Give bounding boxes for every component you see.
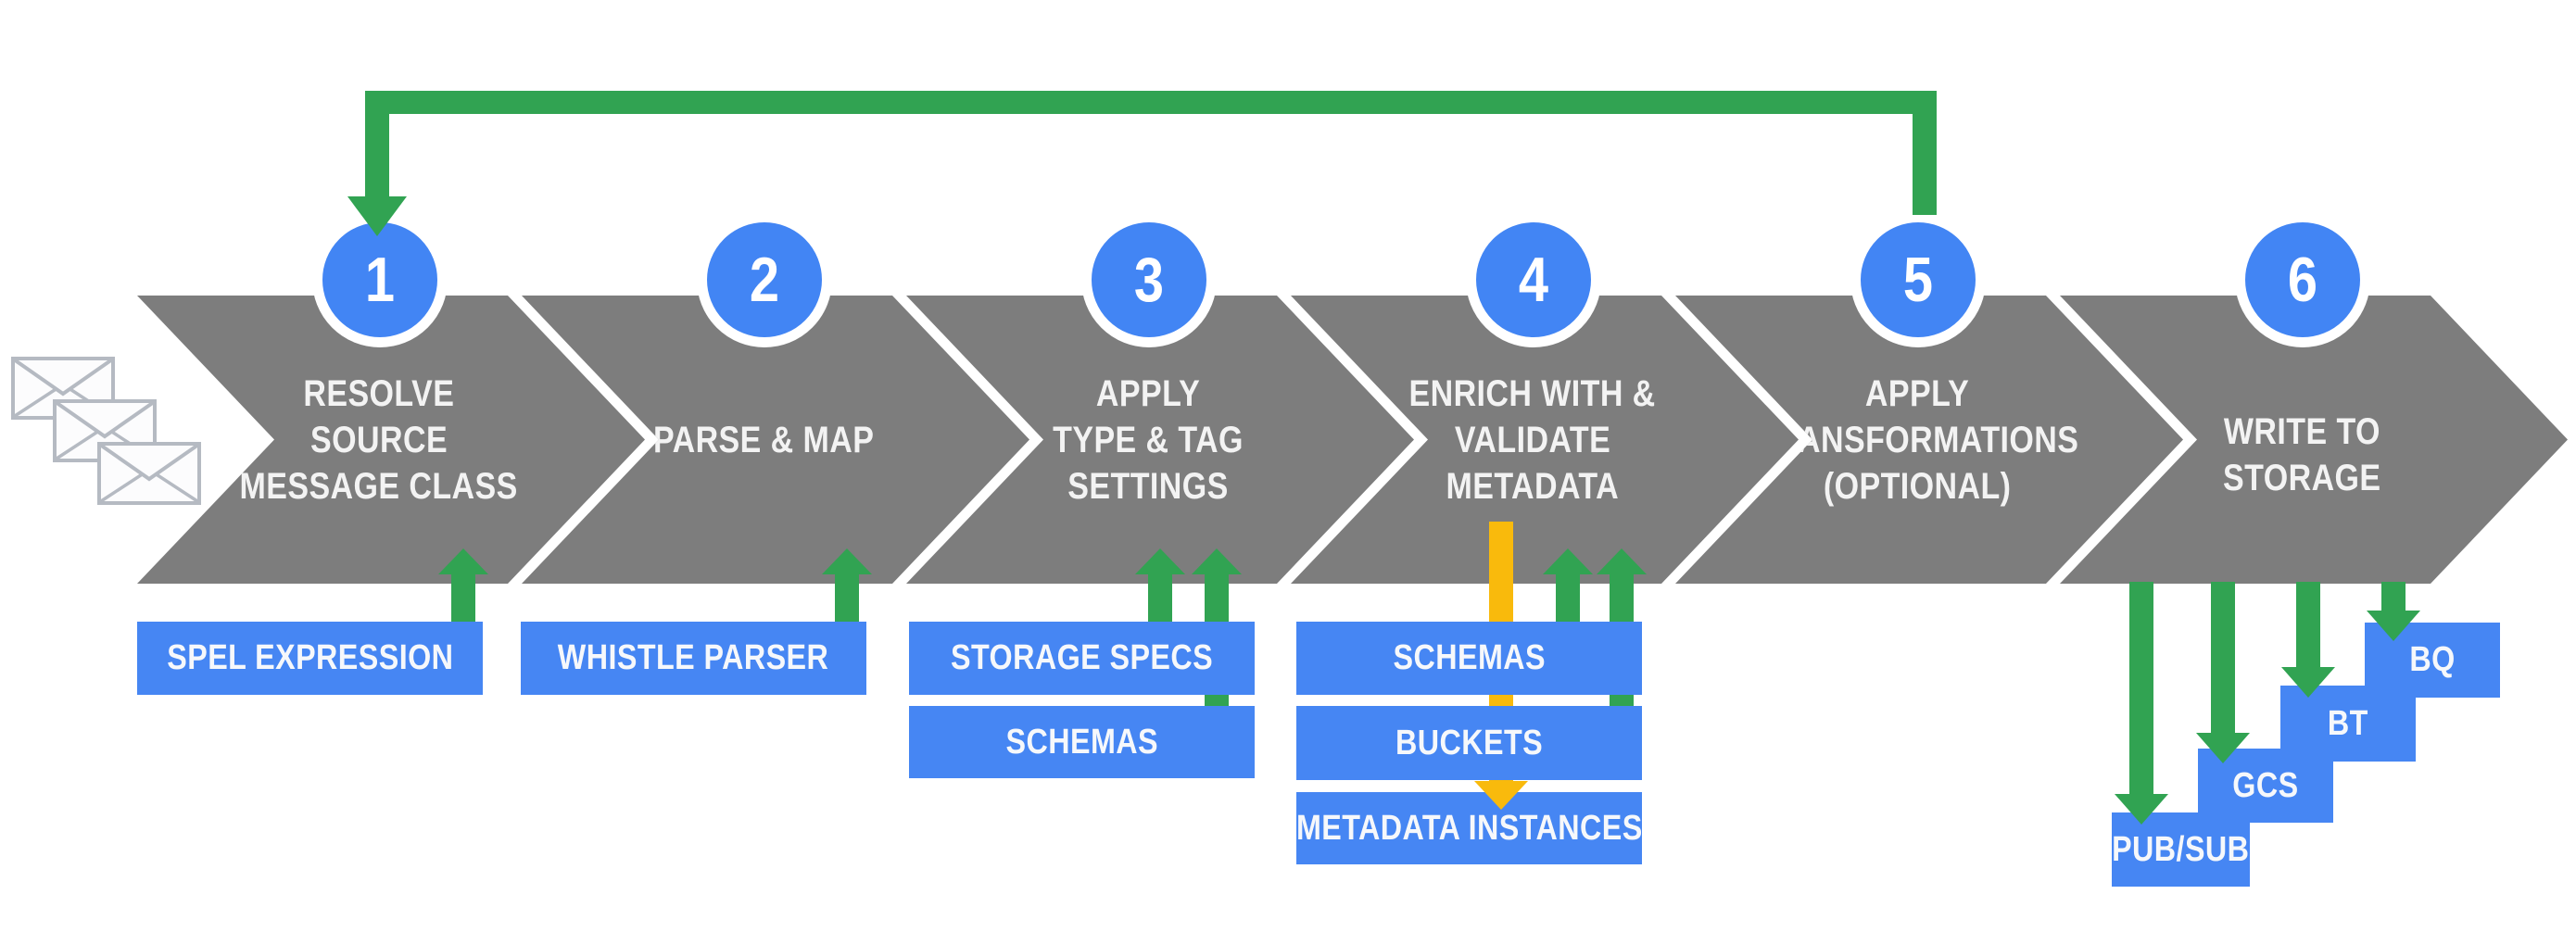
input-box-label: SPEL EXPRESSION xyxy=(166,638,454,677)
up-arrow-whistle-shaft xyxy=(835,574,859,622)
up-arrow-schemas3-icon xyxy=(1192,548,1242,574)
step-badge-3: 3 xyxy=(1081,212,1217,347)
message-stack-icon xyxy=(11,357,201,505)
input-box-label: STORAGE SPECS xyxy=(950,638,1214,677)
input-box-schemas-step3: SCHEMAS xyxy=(909,706,1255,778)
step-5-line: (OPTIONAL) xyxy=(1823,465,2012,507)
step-3-line: TYPE & TAG xyxy=(1053,419,1244,460)
output-box-bt: BT xyxy=(2280,686,2416,762)
output-box-label: GCS xyxy=(2232,765,2299,805)
step-number: 1 xyxy=(364,245,396,315)
step-badge-6: 6 xyxy=(2235,212,2370,347)
input-box-label: WHISTLE PARSER xyxy=(558,638,829,677)
step-number: 4 xyxy=(1518,245,1549,315)
output-box-label: BT xyxy=(2328,703,2368,743)
step-number: 6 xyxy=(2287,245,2318,315)
input-box-whistle-parser: WHISTLE PARSER xyxy=(521,622,866,695)
step-3-line: APPLY xyxy=(1095,372,1201,414)
input-box-buckets: BUCKETS xyxy=(1296,706,1642,780)
step-3-label: APPLY TYPE & TAG SETTINGS xyxy=(906,296,1390,584)
step-4-line: VALIDATE xyxy=(1454,419,1611,460)
step-badge-2: 2 xyxy=(697,212,832,347)
down-arrow-bq-head-icon xyxy=(2367,611,2420,641)
input-box-metadata-instances: METADATA INSTANCES xyxy=(1296,792,1642,864)
step-4-line: ENRICH WITH & xyxy=(1408,372,1657,414)
step-6-label: WRITE TO STORAGE xyxy=(2060,296,2544,584)
down-arrow-pubsub-head-icon xyxy=(2115,794,2168,825)
input-box-label: METADATA INSTANCES xyxy=(1295,808,1643,848)
step-2-label: PARSE & MAP xyxy=(522,296,1005,584)
feedback-arrow-tail xyxy=(1913,91,1937,215)
up-arrow-schemas4-shaft xyxy=(1556,574,1580,622)
step-number: 5 xyxy=(1902,245,1934,315)
output-box-label: PUB/SUB xyxy=(2112,829,2250,869)
up-arrow-schemas4-icon xyxy=(1543,548,1593,574)
output-box-label: BQ xyxy=(2409,640,2456,679)
up-arrow-storage-specs-shaft xyxy=(1148,574,1172,623)
envelope-icon xyxy=(97,442,201,505)
up-arrow-buckets-icon xyxy=(1597,548,1647,574)
input-box-spel-expression: SPEL EXPRESSION xyxy=(137,622,483,695)
step-1-line: RESOLVE xyxy=(303,372,455,414)
input-box-label: SCHEMAS xyxy=(1393,638,1546,677)
step-5-label: APPLY TRANSFORMATIONS (OPTIONAL) xyxy=(1675,296,2159,584)
up-arrow-whistle-icon xyxy=(822,548,872,574)
down-arrow-bt-head-icon xyxy=(2281,667,2335,698)
step-2-line: PARSE & MAP xyxy=(652,419,875,460)
step-badge-4: 4 xyxy=(1466,212,1601,347)
input-box-label: SCHEMAS xyxy=(1005,722,1158,762)
step-number: 2 xyxy=(749,245,780,315)
feedback-arrowhead-icon xyxy=(347,196,407,236)
step-6-line: STORAGE xyxy=(2222,457,2381,498)
down-arrow-gcs-shaft xyxy=(2211,582,2235,733)
input-box-storage-specs: STORAGE SPECS xyxy=(909,622,1255,695)
step-1-label: RESOLVE SOURCE MESSAGE CLASS xyxy=(137,296,621,584)
output-box-pubsub: PUB/SUB xyxy=(2112,812,2250,887)
down-arrow-bt-shaft xyxy=(2296,582,2320,667)
up-arrow-storage-specs-icon xyxy=(1135,548,1185,574)
step-1-line: MESSAGE CLASS xyxy=(239,465,519,507)
down-arrow-gcs-head-icon xyxy=(2196,733,2250,763)
up-arrow-spel-shaft xyxy=(451,574,475,623)
step-badge-5: 5 xyxy=(1850,212,1986,347)
feedback-arrow-horizontal xyxy=(365,91,1937,114)
step-6-line: WRITE TO xyxy=(2223,410,2380,452)
step-3-line: SETTINGS xyxy=(1067,465,1229,507)
step-5-line: APPLY xyxy=(1864,372,1970,414)
up-arrow-spel-icon xyxy=(438,548,488,574)
down-arrow-pubsub-shaft xyxy=(2129,582,2153,794)
step-5-line: TRANSFORMATIONS xyxy=(1755,419,2079,460)
down-arrow-bq-shaft xyxy=(2381,582,2406,611)
input-box-label: BUCKETS xyxy=(1395,723,1544,762)
step-4-line: METADATA xyxy=(1446,465,1620,507)
down-arrow-metadata-head-icon xyxy=(1474,781,1528,810)
feedback-arrow-shaft xyxy=(365,91,389,196)
step-number: 3 xyxy=(1133,245,1165,315)
step-4-label: ENRICH WITH & VALIDATE METADATA xyxy=(1291,296,1774,584)
step-1-line: SOURCE xyxy=(309,419,448,460)
input-box-schemas-step4: SCHEMAS xyxy=(1296,622,1642,695)
